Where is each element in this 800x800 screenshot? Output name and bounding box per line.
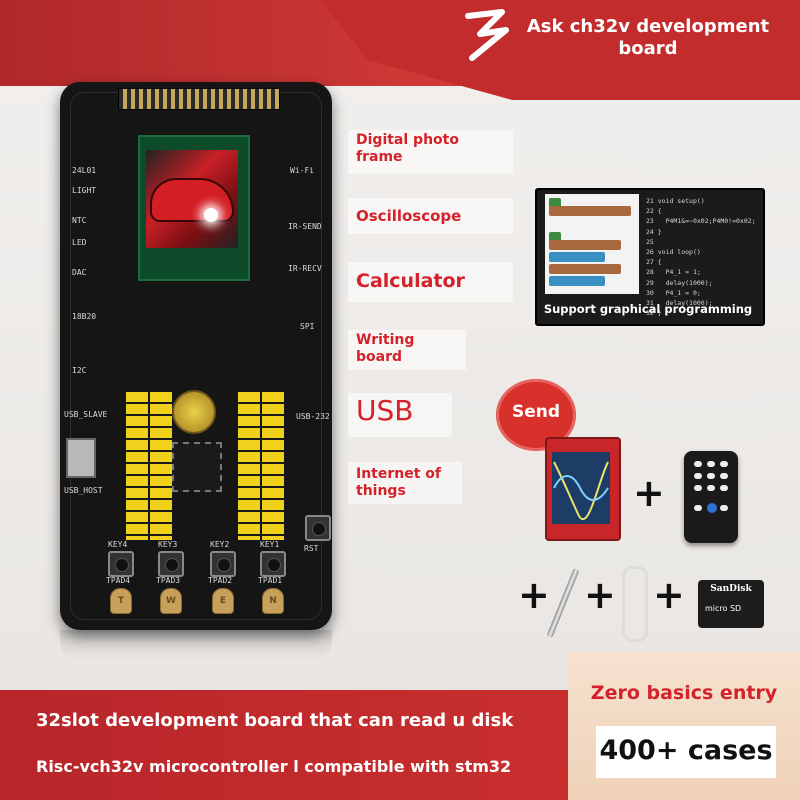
usb-host-port — [66, 438, 96, 478]
tpad3-label: TPAD3 — [156, 576, 181, 585]
zero-basics-label: Zero basics entry — [590, 682, 778, 704]
right-yellow-header-2 — [262, 392, 284, 540]
silk-ir-recv: IR-RECV — [288, 264, 322, 273]
tpad3[interactable]: W — [160, 588, 182, 614]
feature-writing-board: Writing board — [356, 332, 415, 365]
key3-label: KEY3 — [158, 540, 178, 549]
feature-box-iot — [348, 462, 462, 504]
reset-button[interactable] — [305, 515, 331, 541]
remote-key — [720, 485, 728, 491]
micro-sd-card — [698, 580, 764, 628]
waveform-icon — [553, 461, 609, 521]
programming-caption: Support graphical programming — [543, 302, 753, 316]
ir-remote — [684, 451, 738, 543]
silk-usb-slave: USB_SLAVE — [64, 410, 108, 419]
block-delay-2 — [549, 276, 605, 286]
remote-key — [694, 505, 702, 511]
silk-18b20: 18B20 — [72, 312, 97, 321]
key4-button[interactable] — [108, 551, 134, 577]
silk-led: LED — [72, 238, 87, 247]
brand-logo-icon — [465, 9, 509, 61]
board-reflection — [60, 630, 332, 660]
footer-headline: 32slot development board that can read u… — [36, 710, 514, 731]
remote-key — [720, 473, 728, 479]
key4-label: KEY4 — [108, 540, 128, 549]
block-setup — [549, 198, 561, 208]
coin-battery — [172, 390, 216, 434]
key1-label: KEY1 — [260, 540, 280, 549]
silk-rst: RST — [304, 544, 319, 553]
plus-sign-2: + — [518, 573, 550, 617]
remote-key — [707, 485, 715, 491]
send-label: Send — [511, 402, 561, 422]
key1-button[interactable] — [260, 551, 286, 577]
top-pin-header — [118, 88, 280, 110]
oscilloscope-screen — [552, 452, 610, 524]
sd-brand-label: SanDisk — [710, 584, 752, 594]
left-yellow-header — [126, 392, 148, 540]
right-yellow-header — [238, 392, 260, 540]
cases-count: 400+ cases — [599, 735, 773, 766]
feature-oscilloscope: Oscilloscope — [356, 207, 462, 225]
block-editor — [545, 194, 639, 294]
feature-photo-frame: Digital photo frame — [356, 132, 459, 165]
mcu-chip — [172, 442, 222, 492]
feature-box-usb — [348, 393, 452, 437]
silk-dac: DAC — [72, 268, 87, 277]
cases-box — [596, 726, 776, 778]
remote-ok-key — [707, 503, 717, 513]
remote-key — [694, 461, 702, 467]
block-write-low — [549, 264, 621, 274]
silk-i2c: I2C — [72, 366, 87, 375]
tpad2[interactable]: E — [212, 588, 234, 614]
silk-ir-send: IR-SEND — [288, 222, 322, 231]
tpad1-label: TPAD1 — [258, 576, 283, 585]
block-delay-1 — [549, 252, 605, 262]
feature-box-writing — [348, 330, 466, 370]
feature-box-photo — [348, 130, 513, 174]
feature-box-osc — [348, 198, 513, 234]
feature-internet-of-things: Internet of things — [356, 466, 442, 499]
silk-light: LIGHT — [72, 186, 97, 195]
silk-usb-232: USB-232 — [296, 412, 330, 421]
plus-sign-4: + — [653, 573, 685, 617]
left-yellow-header-2 — [150, 392, 172, 540]
remote-key — [694, 485, 702, 491]
key2-label: KEY2 — [210, 540, 230, 549]
tpad4-label: TPAD4 — [106, 576, 131, 585]
feature-box-calc — [348, 262, 513, 302]
silk-usb-host: USB_HOST — [64, 486, 103, 495]
remote-key — [707, 461, 715, 467]
key3-button[interactable] — [158, 551, 184, 577]
silk-24l01: 24L01 — [72, 166, 97, 175]
sd-sub-label: micro SD — [705, 604, 742, 613]
plus-sign-3: + — [584, 573, 616, 617]
tpad1[interactable]: N — [262, 588, 284, 614]
feature-calculator: Calculator — [356, 270, 465, 292]
tpad2-label: TPAD2 — [208, 576, 233, 585]
key2-button[interactable] — [210, 551, 236, 577]
usb-cable — [622, 566, 648, 642]
car-image — [152, 180, 232, 220]
remote-key — [720, 505, 728, 511]
block-pin-mode — [549, 206, 631, 216]
remote-key — [720, 461, 728, 467]
feature-usb: USB — [356, 394, 414, 427]
headlight-glow — [204, 208, 218, 222]
remote-key — [694, 473, 702, 479]
tpad4[interactable]: T — [110, 588, 132, 614]
page-title: Ask ch32v development board — [526, 16, 770, 59]
code-listing: 21 void setup() 22 { 23 P4M1&=~0x02;P4M0… — [646, 197, 756, 318]
footer-subline: Risc-vch32v microcontroller l compatible… — [36, 757, 512, 776]
silk-spi: SPI — [300, 322, 315, 331]
remote-key — [707, 473, 715, 479]
plus-sign-1: + — [633, 471, 665, 515]
silk-wifi: Wi-Fi — [290, 166, 315, 175]
block-loop — [549, 232, 561, 242]
block-write-high — [549, 240, 621, 250]
silk-ntc: NTC — [72, 216, 87, 225]
